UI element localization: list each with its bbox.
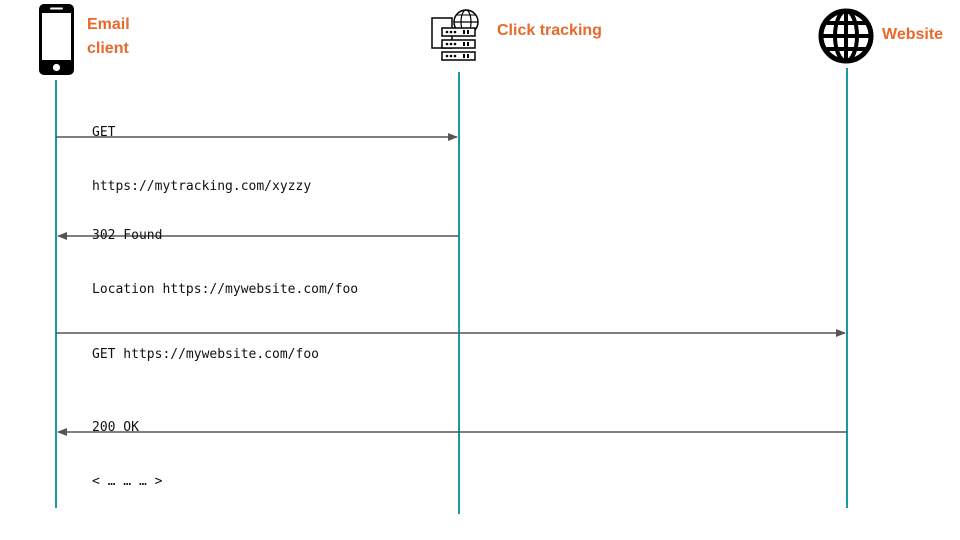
message-label-get-tracking: GET https://mytracking.com/xyzzy xyxy=(92,88,311,214)
actor-label-email-client: Email client xyxy=(87,13,130,61)
message-label-302-found: 302 Found Location https://mywebsite.com… xyxy=(92,191,358,317)
message-line: 200 OK xyxy=(92,420,139,435)
message-line: GET xyxy=(92,125,116,140)
web-server-icon xyxy=(431,9,479,61)
smartphone-icon xyxy=(39,4,74,75)
message-line: https://mytracking.com/xyzzy xyxy=(92,179,312,194)
message-line: < … … … > xyxy=(92,474,163,489)
message-line: 302 Found xyxy=(92,228,163,243)
message-line: GET https://mywebsite.com/foo xyxy=(92,347,319,362)
actor-label-line1: Email xyxy=(87,16,130,33)
message-label-get-website: GET https://mywebsite.com/foo xyxy=(92,310,319,382)
message-line: Location https://mywebsite.com/foo xyxy=(92,282,359,297)
globe-icon xyxy=(818,8,874,64)
actor-label-website: Website xyxy=(882,26,944,43)
message-label-200-ok: 200 OK < … … … > xyxy=(92,383,162,509)
actor-label-line2: client xyxy=(87,40,129,57)
actor-label-click-tracking: Click tracking xyxy=(497,22,602,39)
